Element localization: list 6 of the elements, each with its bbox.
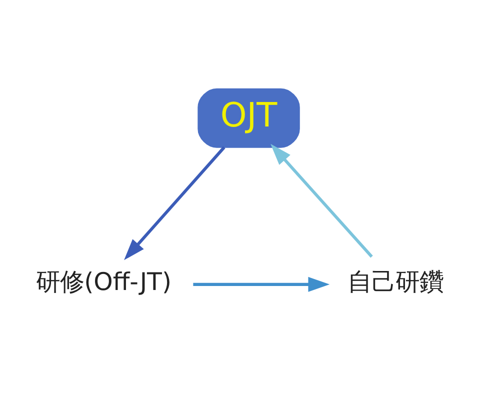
arrow [124, 146, 226, 260]
node-text: 研修(Off-JT) [36, 266, 172, 296]
node-text: 自己研鑽 [347, 266, 444, 296]
arrow [270, 143, 373, 258]
node-box: OJT [198, 88, 300, 148]
arrow [193, 276, 330, 292]
